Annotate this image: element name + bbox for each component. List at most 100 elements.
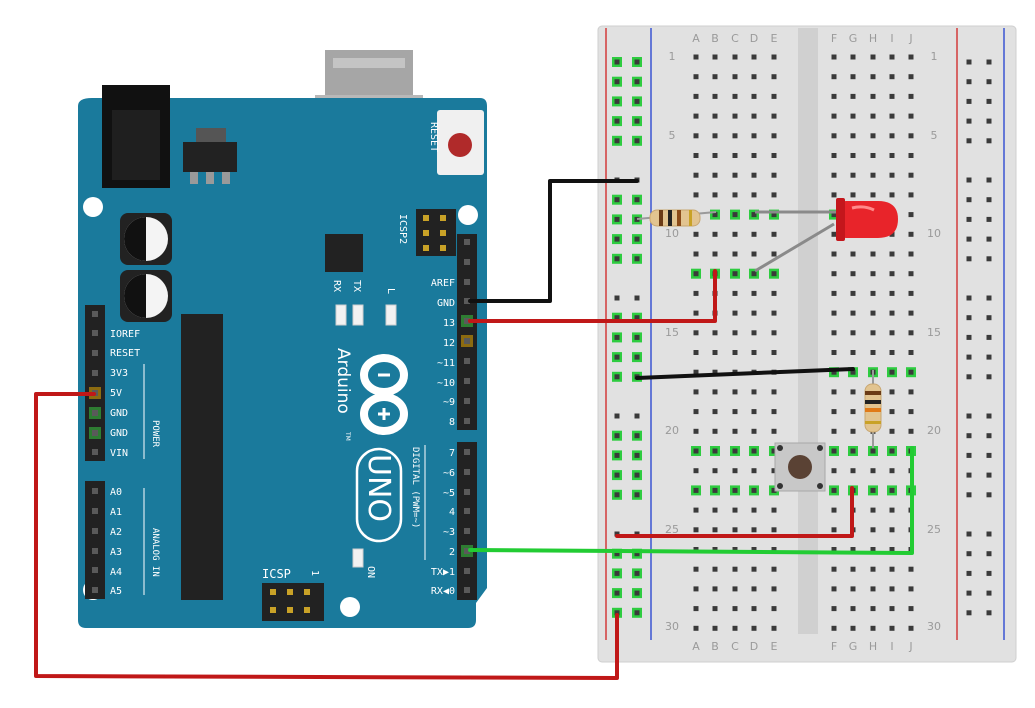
row-number: 5	[931, 129, 938, 142]
breadboard-hole	[693, 428, 699, 434]
breadboard-hole	[889, 93, 895, 99]
breadboard-hole	[908, 251, 914, 257]
breadboard-hole	[751, 231, 757, 237]
breadboard-hole	[693, 231, 699, 237]
pin-label-11: ~11	[437, 358, 455, 369]
breadboard-hole	[870, 271, 876, 277]
pin-label-5: ~5	[443, 488, 455, 499]
rail-hole	[634, 256, 640, 262]
breadboard-hole	[850, 251, 856, 257]
breadboard-hole	[751, 586, 757, 592]
breadboard-hole	[751, 468, 757, 474]
breadboard-hole	[693, 310, 699, 316]
rail-hole	[986, 334, 992, 340]
rail-hole	[614, 590, 620, 596]
pin-label-aref: AREF	[431, 278, 455, 289]
breadboard-hole	[693, 625, 699, 631]
breadboard-hole	[771, 389, 777, 395]
digital-pin-labels: AREF GND 13 12 ~11 ~10 ~9 8 7 ~6 ~5 4 ~3…	[431, 278, 455, 597]
breadboard-hole	[889, 606, 895, 612]
breadboard-hole	[831, 566, 837, 572]
row-number: 20	[927, 424, 941, 437]
pin-label-reset: RESET	[110, 348, 140, 359]
breadboard-hole	[732, 586, 738, 592]
rail-hole	[614, 492, 620, 498]
pin-label-13: 13	[443, 318, 455, 329]
rail-hole	[966, 98, 972, 104]
breadboard-hole	[751, 54, 757, 60]
breadboard-hole	[908, 212, 914, 218]
breadboard-hole	[908, 153, 914, 158]
rail-hole	[614, 334, 620, 340]
breadboard-hole	[908, 625, 914, 631]
breadboard-hole	[850, 350, 856, 355]
breadboard-hole	[751, 606, 757, 612]
breadboard-hole	[831, 251, 837, 257]
breadboard-hole	[850, 153, 856, 158]
breadboard-hole	[850, 54, 856, 60]
rail-hole	[634, 452, 640, 458]
rail-hole	[614, 413, 620, 419]
rail-hole	[614, 315, 620, 321]
breadboard-hole	[693, 487, 699, 493]
rail-hole	[986, 374, 992, 380]
breadboard-hole	[751, 527, 757, 533]
reset-button-cap[interactable]	[448, 133, 472, 157]
breadboard-hole	[712, 251, 718, 257]
breadboard-hole	[732, 74, 738, 80]
pin-socket	[92, 410, 98, 416]
power-section-label: POWER	[150, 420, 160, 448]
breadboard-hole	[870, 468, 876, 474]
col-letter: D	[750, 32, 758, 45]
rail-hole	[986, 216, 992, 222]
breadboard-hole	[693, 330, 699, 336]
breadboard-hole	[908, 310, 914, 316]
breadboard-hole	[870, 586, 876, 592]
breadboard-hole	[771, 586, 777, 592]
breadboard-hole	[831, 389, 837, 395]
breadboard-hole	[850, 448, 856, 454]
breadboard-hole	[771, 428, 777, 434]
rail-hole	[966, 79, 972, 85]
breadboard-hole	[732, 547, 738, 552]
breadboard-hole	[732, 625, 738, 631]
pin-socket	[92, 567, 98, 573]
breadboard-hole	[870, 93, 876, 99]
rail-hole	[986, 492, 992, 498]
breadboard-hole	[889, 251, 895, 257]
pin-label-9: ~9	[443, 397, 455, 408]
breadboard-hole	[771, 606, 777, 612]
rail-hole	[966, 354, 972, 360]
pin-socket	[92, 548, 98, 554]
rail-hole	[634, 433, 640, 439]
push-button[interactable]	[774, 442, 826, 492]
col-letter: J	[908, 32, 912, 45]
breadboard-hole	[732, 606, 738, 612]
breadboard-hole	[831, 625, 837, 631]
pin-label-a1: A1	[110, 507, 122, 518]
breadboard-hole	[771, 113, 777, 119]
breadboard-hole	[693, 586, 699, 592]
rail-hole	[614, 472, 620, 478]
breadboard-hole	[693, 74, 699, 80]
col-letter: I	[890, 32, 893, 45]
breadboard-hole	[693, 251, 699, 257]
breadboard-hole	[712, 212, 718, 218]
pin-label-5v: 5V	[110, 388, 122, 399]
breadboard-hole	[831, 330, 837, 336]
rail-hole	[614, 118, 620, 124]
on-label: ON	[365, 566, 376, 578]
breadboard-hole	[771, 310, 777, 316]
breadboard-hole	[732, 487, 738, 493]
breadboard-hole	[693, 290, 699, 296]
col-letter: D	[750, 640, 758, 653]
breadboard-hole	[870, 350, 876, 355]
rail-hole	[986, 433, 992, 439]
breadboard-hole	[870, 74, 876, 80]
breadboard-hole	[712, 428, 718, 434]
breadboard-hole	[712, 74, 718, 80]
breadboard-hole	[889, 586, 895, 592]
breadboard-hole	[751, 251, 757, 257]
breadboard-hole	[693, 448, 699, 454]
